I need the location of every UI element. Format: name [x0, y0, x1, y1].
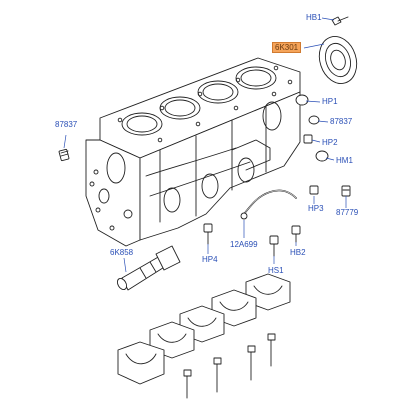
- leader-lines: [63, 17, 347, 273]
- callout-hm1[interactable]: HM1: [336, 156, 353, 165]
- plug-hp2: [303, 134, 313, 144]
- main-cap-bolts: [183, 333, 276, 399]
- callout-hp1[interactable]: HP1: [322, 97, 338, 106]
- cylinder-block: [85, 57, 301, 247]
- plug-hp3: [309, 185, 319, 195]
- callout-hb1[interactable]: HB1: [306, 13, 322, 22]
- callout-hb2[interactable]: HB2: [290, 248, 306, 257]
- callout-12a699[interactable]: 12A699: [230, 240, 258, 249]
- callout-87779[interactable]: 87779: [336, 208, 359, 217]
- plug-87779: [341, 185, 351, 197]
- plug-87837-left: [58, 148, 70, 162]
- bolt-hb1: [331, 16, 349, 26]
- callout-87837-left[interactable]: 87837: [55, 120, 78, 129]
- oil-jet-pipe: [240, 189, 297, 220]
- plug-hm1: [315, 150, 329, 162]
- callout-hp2[interactable]: HP2: [322, 138, 338, 147]
- main-bearing-caps: [117, 273, 291, 385]
- callout-87837-right[interactable]: 87837: [330, 117, 353, 126]
- plug-hp1: [295, 94, 309, 106]
- plug-hp4: [203, 223, 213, 245]
- rear-oil-seal: [318, 36, 358, 84]
- callout-6k858[interactable]: 6K858: [110, 248, 134, 257]
- callout-6k301[interactable]: 6K301: [272, 42, 302, 53]
- callout-hp3[interactable]: HP3: [308, 204, 324, 213]
- bolt-hs1: [269, 235, 279, 257]
- plug-87837-right: [308, 115, 320, 125]
- sleeve-6k858: [116, 245, 181, 291]
- callout-hs1[interactable]: HS1: [268, 266, 284, 275]
- bolt-hb2: [291, 225, 301, 243]
- callout-hp4[interactable]: HP4: [202, 255, 218, 264]
